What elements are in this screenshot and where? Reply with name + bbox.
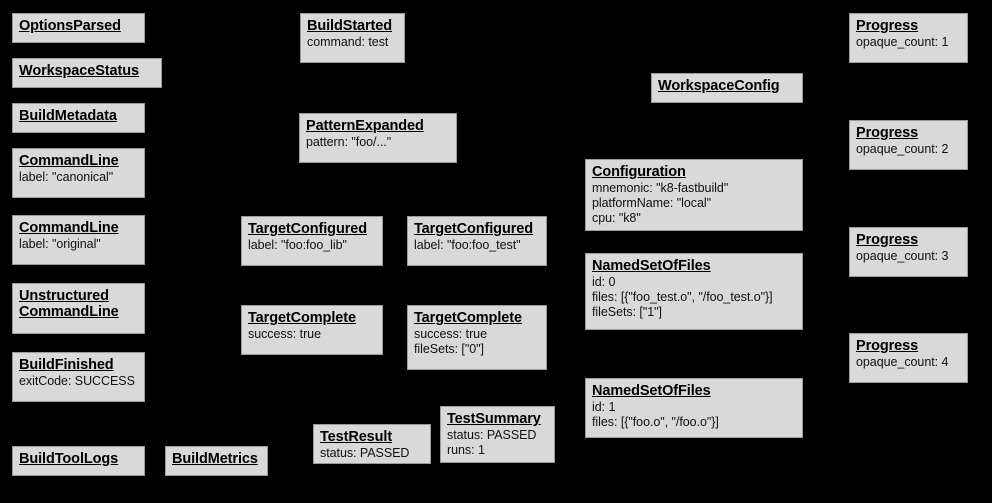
node-properties: mnemonic: "k8-fastbuild"platformName: "l… xyxy=(592,181,796,226)
node-title: BuildFinished xyxy=(19,357,114,373)
node-title: WorkspaceConfig xyxy=(658,78,780,94)
node-property: platformName: "local" xyxy=(592,196,711,210)
node-properties: label: "canonical" xyxy=(19,170,138,185)
node-title: TestSummary xyxy=(447,411,541,427)
node-property: label: "original" xyxy=(19,237,101,251)
node-property: opaque_count: 2 xyxy=(856,142,949,156)
graph-node-options-parsed[interactable]: OptionsParsed xyxy=(12,13,145,43)
node-property: runs: 1 xyxy=(447,443,485,457)
node-properties: pattern: "foo/..." xyxy=(306,135,450,150)
node-property: id: 1 xyxy=(592,400,616,414)
node-title: Progress xyxy=(856,338,919,354)
graph-node-build-metadata[interactable]: BuildMetadata xyxy=(12,103,145,133)
node-title: Progress xyxy=(856,18,919,34)
node-title: BuildMetrics xyxy=(172,451,258,467)
graph-node-unstructured-command-line[interactable]: Unstructured CommandLine xyxy=(12,283,145,334)
node-title: Progress xyxy=(856,232,919,248)
node-property: label: "foo:foo_test" xyxy=(414,238,521,252)
node-title: Configuration xyxy=(592,164,686,180)
node-title: Progress xyxy=(856,125,919,141)
node-title: CommandLine xyxy=(19,153,119,169)
node-title: BuildMetadata xyxy=(19,108,117,124)
graph-node-build-tool-logs[interactable]: BuildToolLogs xyxy=(12,446,145,476)
node-title: TargetConfigured xyxy=(414,221,533,237)
node-property: fileSets: ["1"] xyxy=(592,305,662,319)
node-title: BuildToolLogs xyxy=(19,451,119,467)
node-properties: exitCode: SUCCESS xyxy=(19,374,138,389)
node-property: command: test xyxy=(307,35,389,49)
node-properties: opaque_count: 3 xyxy=(856,249,961,264)
node-title: TargetConfigured xyxy=(248,221,367,237)
node-property: opaque_count: 3 xyxy=(856,249,949,263)
graph-node-workspace-config[interactable]: WorkspaceConfig xyxy=(651,73,803,103)
node-title: PatternExpanded xyxy=(306,118,424,134)
node-property: exitCode: SUCCESS xyxy=(19,374,135,388)
graph-node-build-metrics[interactable]: BuildMetrics xyxy=(165,446,268,476)
node-property: label: "canonical" xyxy=(19,170,114,184)
node-property: status: PASSED xyxy=(320,446,410,460)
node-title: TargetComplete xyxy=(414,310,522,326)
node-property: files: [{"foo.o", "/foo.o"}] xyxy=(592,415,719,429)
node-property: files: [{"foo_test.o", "/foo_test.o"}] xyxy=(592,290,773,304)
node-property: fileSets: ["0"] xyxy=(414,342,484,356)
node-property: label: "foo:foo_lib" xyxy=(248,238,347,252)
node-property: pattern: "foo/..." xyxy=(306,135,392,149)
node-title: TestResult xyxy=(320,429,393,445)
node-title: OptionsParsed xyxy=(19,18,121,34)
node-properties: opaque_count: 1 xyxy=(856,35,961,50)
node-properties: opaque_count: 4 xyxy=(856,355,961,370)
node-property: success: true xyxy=(248,327,321,341)
node-property: mnemonic: "k8-fastbuild" xyxy=(592,181,729,195)
node-title: BuildStarted xyxy=(307,18,393,34)
node-property: status: PASSED xyxy=(447,428,537,442)
node-properties: label: "foo:foo_lib" xyxy=(248,238,376,253)
node-properties: success: true xyxy=(248,327,376,342)
node-title: NamedSetOfFiles xyxy=(592,383,711,399)
node-property: cpu: "k8" xyxy=(592,211,641,225)
node-property: id: 0 xyxy=(592,275,616,289)
node-properties: label: "original" xyxy=(19,237,138,252)
node-title: TargetComplete xyxy=(248,310,356,326)
node-title: CommandLine xyxy=(19,220,119,236)
node-title: Unstructured CommandLine xyxy=(19,288,119,320)
node-properties: command: test xyxy=(307,35,398,50)
node-properties: status: PASSED xyxy=(320,446,424,461)
node-property: opaque_count: 4 xyxy=(856,355,949,369)
node-title: WorkspaceStatus xyxy=(19,63,139,79)
node-properties: opaque_count: 2 xyxy=(856,142,961,157)
node-property: opaque_count: 1 xyxy=(856,35,949,49)
node-property: success: true xyxy=(414,327,487,341)
graph-node-workspace-status[interactable]: WorkspaceStatus xyxy=(12,58,162,88)
node-title: NamedSetOfFiles xyxy=(592,258,711,274)
node-properties: label: "foo:foo_test" xyxy=(414,238,540,253)
